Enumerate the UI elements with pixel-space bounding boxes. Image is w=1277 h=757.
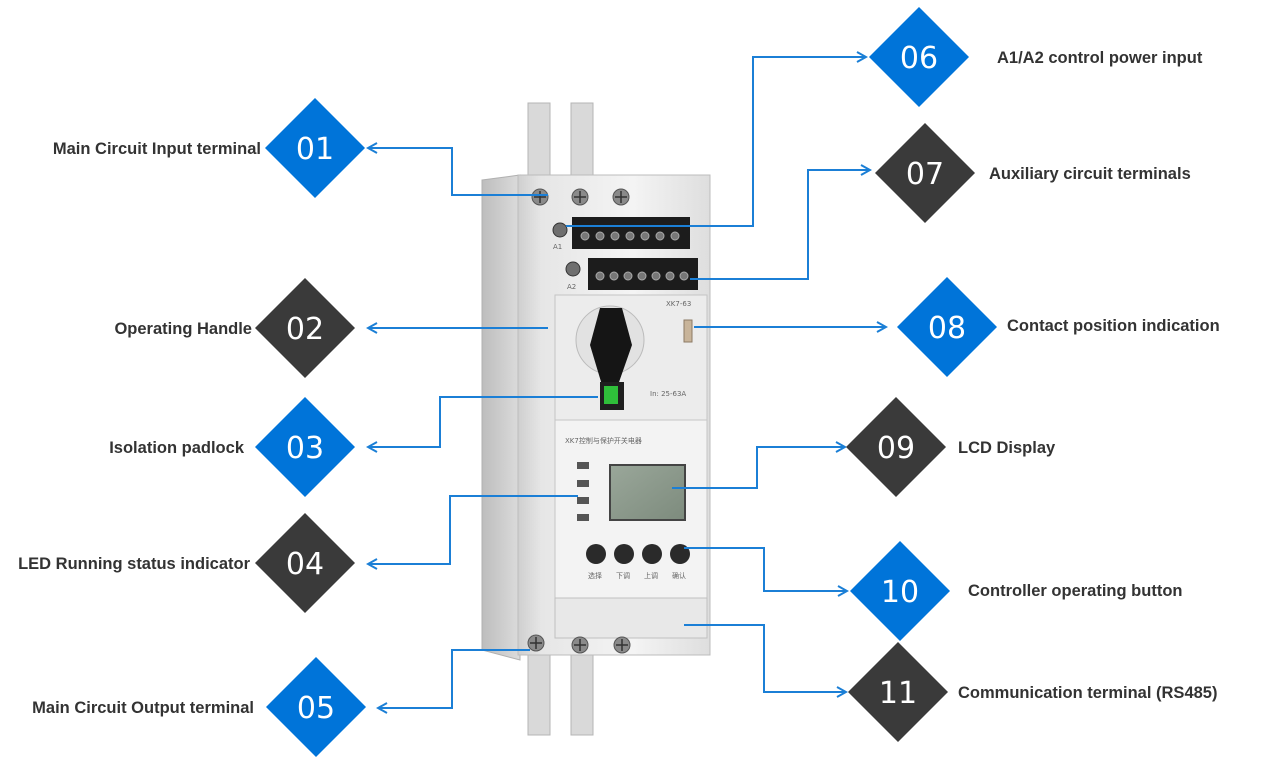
- connector-04: [368, 495, 578, 564]
- lcd-display: [609, 464, 686, 521]
- down-button[interactable]: [614, 544, 634, 564]
- select-button[interactable]: [586, 544, 606, 564]
- callout-layer: 01 Main Circuit Input terminal 02 Operating…: [18, 7, 1220, 757]
- callout-number: 08: [928, 311, 966, 346]
- a2-screw: [565, 261, 581, 277]
- model-tag: XK7-63: [666, 300, 691, 308]
- led-status-indicators: [577, 462, 589, 521]
- callout-label: Controller operating button: [968, 582, 1182, 600]
- callout-10: 10 Controller operating button: [850, 541, 1182, 641]
- callout-label: Operating Handle: [114, 320, 252, 338]
- button-captions: 选择 下调 上调 确认: [588, 571, 686, 580]
- callout-diamond: [869, 7, 969, 107]
- contact-position-window: [683, 319, 693, 343]
- connector-05: [378, 649, 530, 708]
- callout-label: Communication terminal (RS485): [958, 684, 1217, 702]
- callout-number: 06: [900, 41, 938, 76]
- callout-diamond: [265, 98, 365, 198]
- connector-06: [566, 57, 866, 227]
- callout-diamond: [266, 657, 366, 757]
- callout-diamond: [846, 397, 946, 497]
- callout-label: Auxiliary circuit terminals: [989, 165, 1191, 183]
- connector-09: [672, 447, 845, 489]
- callout-04: 04 LED Running status indicator: [18, 513, 355, 613]
- connector-03: [368, 396, 598, 447]
- callout-diamond: [848, 642, 948, 742]
- callout-06: 06 A1/A2 control power input: [869, 7, 1203, 107]
- callout-label: Isolation padlock: [109, 439, 245, 457]
- button-caption: 确认: [672, 571, 686, 580]
- callout-label: A1/A2 control power input: [997, 49, 1203, 67]
- bottom-busbar-right: [570, 649, 594, 736]
- callout-number: 04: [286, 547, 324, 582]
- callout-label: LCD Display: [958, 439, 1056, 457]
- connector-11: [684, 624, 846, 692]
- callout-label: Main Circuit Input terminal: [53, 140, 261, 158]
- callout-number: 05: [297, 691, 335, 726]
- callout-diamond: [255, 278, 355, 378]
- callout-number: 09: [877, 431, 915, 466]
- comm-terminal-rail: [554, 597, 708, 639]
- connector-01: [368, 148, 548, 196]
- a1-label: A1: [553, 243, 562, 251]
- a1-screw: [552, 222, 568, 238]
- rating-text: In: 25-63A: [650, 390, 686, 398]
- panel-title: XK7控制与保护开关电器: [565, 436, 642, 445]
- callout-number: 01: [296, 132, 334, 167]
- callout-number: 03: [286, 431, 324, 466]
- callout-diamond: [255, 513, 355, 613]
- callout-02: 02 Operating Handle: [114, 278, 355, 378]
- callout-diamond: [255, 397, 355, 497]
- top-screws: [531, 188, 630, 206]
- button-caption: 上调: [644, 571, 658, 580]
- callout-08: 08 Contact position indication: [897, 277, 1220, 377]
- callout-number: 07: [906, 157, 944, 192]
- bottom-busbar-left: [527, 649, 551, 736]
- connector-07: [690, 170, 870, 280]
- lower-terminal-screws: [595, 271, 689, 281]
- callout-label: Contact position indication: [1007, 317, 1220, 335]
- callout-number: 02: [286, 312, 324, 347]
- callout-03: 03 Isolation padlock: [109, 397, 355, 497]
- callout-09: 09 LCD Display: [846, 397, 1056, 497]
- connector-lines: [368, 57, 886, 708]
- upper-terminal-screws: [580, 231, 680, 241]
- callout-diamond: [897, 277, 997, 377]
- callout-number: 10: [881, 575, 919, 610]
- callout-number: 11: [879, 676, 917, 711]
- button-caption: 选择: [588, 571, 602, 580]
- controller-buttons: [586, 544, 690, 564]
- connector-10: [684, 547, 847, 591]
- callout-label: LED Running status indicator: [18, 555, 250, 573]
- callout-05: 05 Main Circuit Output terminal: [32, 657, 366, 757]
- callout-11: 11 Communication terminal (RS485): [848, 642, 1217, 742]
- operating-handle[interactable]: [590, 308, 632, 385]
- device-illustration: A1 A2 XK7-63 In: 25-63A XK7控制与保护开关电器: [481, 102, 711, 736]
- callout-diamond: [875, 123, 975, 223]
- a2-label: A2: [567, 283, 576, 291]
- device-side: [481, 174, 521, 661]
- padlock-indicator: [604, 386, 618, 404]
- callout-01: 01 Main Circuit Input terminal: [53, 98, 365, 198]
- callout-07: 07 Auxiliary circuit terminals: [875, 123, 1191, 223]
- button-caption: 下调: [616, 571, 630, 580]
- bottom-screws: [527, 634, 631, 654]
- callout-diamond: [850, 541, 950, 641]
- callout-label: Main Circuit Output terminal: [32, 699, 254, 717]
- up-button[interactable]: [642, 544, 662, 564]
